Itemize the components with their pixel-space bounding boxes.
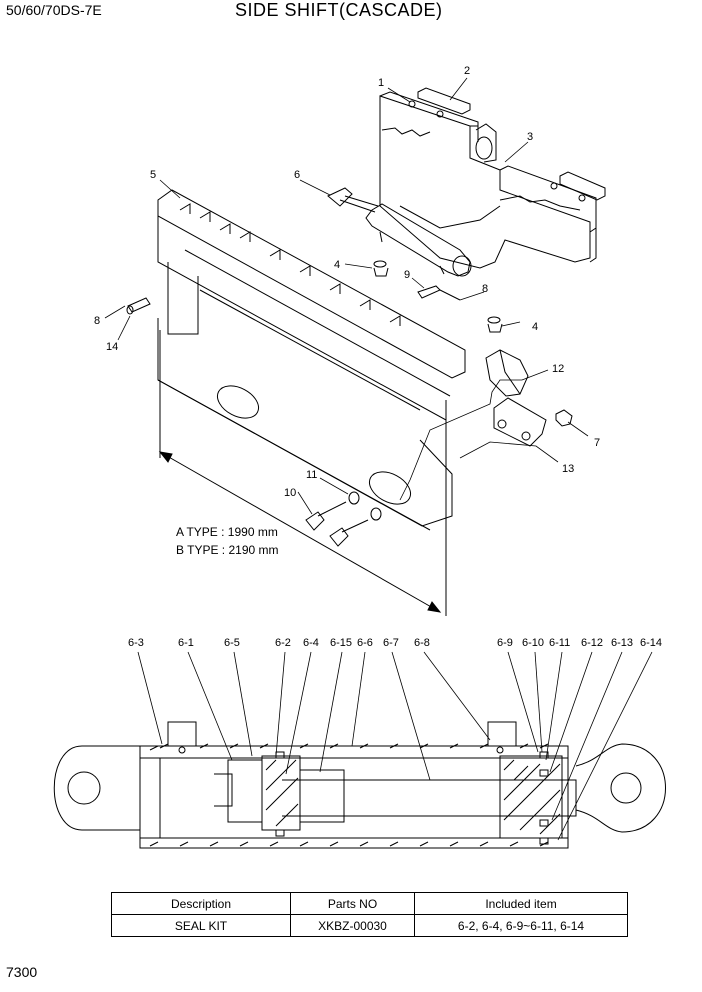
cylinder-section <box>53 721 666 849</box>
page-number: 7300 <box>6 964 38 980</box>
b-type-note: B TYPE : 2190 mm <box>176 543 279 557</box>
callout-14: 14 <box>106 341 118 353</box>
clamp-part-2 <box>417 87 606 201</box>
bracket-part-3 <box>379 91 597 269</box>
width-dimension <box>158 330 447 616</box>
cylinder-callouts: 6-3 6-1 6-5 6-2 6-4 6-15 6-6 6-7 6-8 6-9 6-10 6-11 6… <box>128 637 662 649</box>
bolt-part-10 <box>305 501 369 547</box>
frame-part-5 <box>157 189 466 531</box>
callout-6: 6 <box>294 169 300 181</box>
callout-8a: 8 <box>94 315 100 327</box>
callout-11: 11 <box>306 469 317 481</box>
grease-nipple-part-4 <box>373 260 503 333</box>
page-title: SIDE SHIFT(CASCADE) <box>235 0 443 20</box>
cylinder-part-6 <box>327 187 472 277</box>
cylinder-callout: 6-12 <box>581 637 603 649</box>
cylinder-callout: 6-7 <box>383 637 399 649</box>
pin-part-9 <box>417 285 461 301</box>
callout-4b: 4 <box>532 321 538 333</box>
callout-2: 2 <box>464 65 470 77</box>
pad-part-13 <box>493 397 547 447</box>
cylinder-callout: 6-1 <box>178 637 194 649</box>
cylinder-callout: 6-5 <box>224 637 240 649</box>
header-description: Description <box>111 892 291 915</box>
nut-part-7 <box>555 409 573 427</box>
callout-10: 10 <box>284 487 296 499</box>
cylinder-callout: 6-6 <box>357 637 373 649</box>
cylinder-callout: 6-3 <box>128 637 144 649</box>
callout-5: 5 <box>150 169 156 181</box>
cylinder-callout: 6-10 <box>522 637 544 649</box>
callout-12: 12 <box>552 363 564 375</box>
callout-7: 7 <box>594 437 600 449</box>
cylinder-callout: 6-4 <box>303 637 319 649</box>
cylinder-leader-lines <box>137 651 653 841</box>
cylinder-callout: 6-2 <box>275 637 291 649</box>
model-number: 50/60/70DS-7E <box>6 2 102 18</box>
callout-4a: 4 <box>334 259 340 271</box>
pin-part-14 <box>126 297 151 315</box>
cylinder-callout: 6-11 <box>549 637 570 649</box>
seal-kit-table: Description Parts NO Included item SEAL … <box>111 892 628 937</box>
cylinder-callout: 6-13 <box>611 637 633 649</box>
cell-included-item: 6-2, 6-4, 6-9~6-11, 6-14 <box>414 914 628 937</box>
washer-part-11 <box>348 491 382 521</box>
callout-8b: 8 <box>482 283 488 295</box>
callout-13: 13 <box>562 463 574 475</box>
leader-lines <box>104 77 589 515</box>
cylinder-callout: 6-9 <box>497 637 513 649</box>
pad-part-12 <box>485 349 529 397</box>
bolts-part-1 <box>408 100 586 202</box>
cylinder-callout: 6-15 <box>330 637 352 649</box>
cylinder-callout: 6-14 <box>640 637 662 649</box>
table-row: SEAL KIT XKBZ-00030 6-2, 6-4, 6-9~6-11, … <box>111 914 628 937</box>
callout-3: 3 <box>527 131 533 143</box>
cell-description: SEAL KIT <box>111 914 291 937</box>
callout-9: 9 <box>404 269 410 281</box>
a-type-note: A TYPE : 1990 mm <box>176 525 278 539</box>
cell-parts-no: XKBZ-00030 <box>290 914 415 937</box>
table-header-row: Description Parts NO Included item <box>111 892 628 915</box>
header-included-item: Included item <box>414 892 628 915</box>
cylinder-callout: 6-8 <box>414 637 430 649</box>
header-parts-no: Parts NO <box>290 892 415 915</box>
callout-1: 1 <box>378 77 384 89</box>
